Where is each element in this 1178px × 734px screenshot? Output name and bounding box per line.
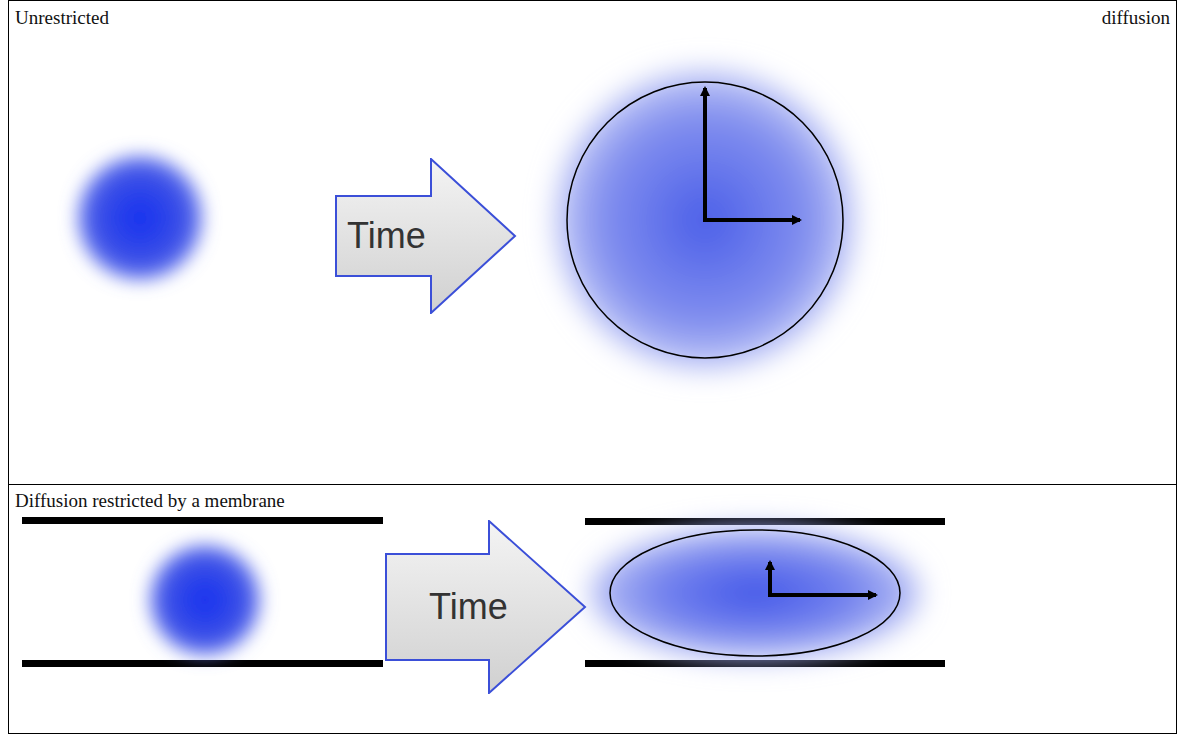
cell-heading: Unrestricted <box>15 7 109 30</box>
arrow-label: Time <box>429 589 508 625</box>
arrow-label: Time <box>347 218 426 254</box>
time-arrow: Time <box>385 520 587 694</box>
cell-heading: Diffusion restricted by a membrane <box>15 490 285 513</box>
time-arrow: Time <box>335 158 517 314</box>
cell-heading: diffusion <box>1102 7 1170 30</box>
